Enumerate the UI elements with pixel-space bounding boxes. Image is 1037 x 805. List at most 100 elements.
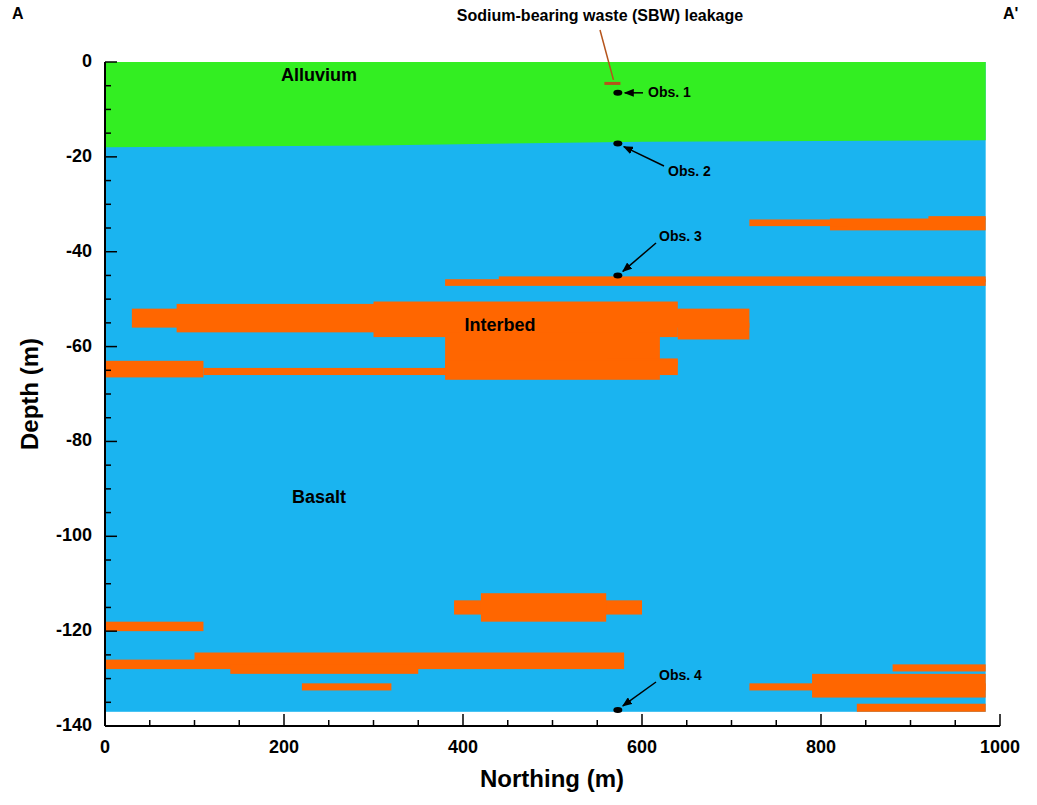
x-tick	[865, 720, 867, 726]
x-tick-label: 1000	[980, 738, 1020, 758]
y-tick	[105, 678, 111, 680]
y-tick	[105, 156, 117, 158]
interbed-region	[481, 593, 606, 621]
x-tick	[910, 720, 912, 726]
y-tick	[105, 630, 117, 632]
observation-leader	[625, 92, 643, 94]
y-tick	[105, 512, 111, 514]
x-tick	[149, 720, 151, 726]
y-tick-label: -60	[66, 337, 92, 357]
x-tick-label: 200	[269, 738, 299, 758]
y-tick-label: -80	[66, 432, 92, 452]
x-tick	[820, 714, 822, 726]
alluvium-region	[105, 62, 986, 147]
x-tick	[955, 720, 957, 726]
observation-label: Obs. 2	[668, 164, 711, 179]
x-tick	[328, 720, 330, 726]
observation-leader	[623, 243, 656, 271]
y-tick	[105, 322, 111, 324]
x-tick	[418, 720, 420, 726]
y-tick-label: -120	[56, 621, 92, 641]
x-tick	[507, 720, 509, 726]
interbed-region	[105, 622, 203, 631]
interbed-region	[105, 361, 203, 378]
leakage-label: Sodium-bearing waste (SBW) leakage	[457, 7, 743, 25]
y-tick	[105, 536, 117, 538]
interbed-region	[830, 219, 986, 231]
axis-title: Northing (m)	[480, 766, 624, 792]
y-tick	[105, 583, 111, 585]
y-tick-label: 0	[82, 52, 92, 72]
y-tick	[105, 607, 111, 609]
observation-label: Obs. 4	[659, 668, 702, 683]
x-tick	[552, 720, 554, 726]
y-tick-label: -20	[66, 147, 92, 167]
interbed-region	[230, 664, 418, 673]
y-tick	[105, 132, 111, 134]
observation-point	[613, 272, 622, 278]
observation-point	[613, 90, 622, 96]
unit-label: Interbed	[464, 316, 535, 336]
unit-label: Alluvium	[281, 66, 357, 86]
x-tick-label: 0	[100, 738, 110, 758]
y-tick-label: -40	[66, 242, 92, 262]
interbed-region	[678, 323, 750, 340]
y-tick	[105, 298, 111, 300]
y-tick	[105, 393, 111, 395]
section-end-label: A	[12, 5, 24, 23]
leakage-leader	[600, 30, 613, 80]
y-tick	[105, 275, 111, 277]
y-tick	[105, 180, 111, 182]
x-tick	[686, 720, 688, 726]
x-tick	[597, 720, 599, 726]
basalt-region	[105, 62, 986, 712]
observation-label: Obs. 1	[648, 85, 691, 100]
y-tick	[105, 464, 111, 466]
interbed-region	[857, 704, 986, 712]
y-tick	[105, 488, 111, 490]
x-tick	[731, 720, 733, 726]
y-tick	[105, 654, 111, 656]
interbed-region	[302, 683, 392, 690]
interbed-region	[445, 361, 678, 375]
y-tick	[105, 441, 117, 443]
x-tick-label: 800	[806, 738, 836, 758]
interbed-region	[812, 674, 986, 698]
observation-point	[613, 707, 622, 713]
interbed-region	[374, 302, 678, 338]
y-tick	[105, 109, 111, 111]
unit-label: Basalt	[292, 488, 346, 508]
x-tick	[999, 714, 1001, 726]
y-tick	[105, 227, 111, 229]
x-tick-label: 600	[627, 738, 657, 758]
observation-leader	[624, 147, 664, 166]
y-tick	[105, 725, 117, 727]
interbed-region	[749, 219, 847, 226]
observation-leader	[623, 682, 656, 706]
x-tick	[462, 714, 464, 726]
x-tick-label: 400	[448, 738, 478, 758]
interbed-region	[445, 279, 986, 286]
x-tick	[239, 720, 241, 726]
y-tick	[105, 204, 111, 206]
section-end-label: A'	[1003, 5, 1018, 23]
y-tick	[105, 702, 111, 704]
x-tick	[194, 720, 196, 726]
y-tick	[105, 251, 117, 253]
y-tick-label: -140	[56, 716, 92, 736]
x-tick	[641, 714, 643, 726]
x-tick	[283, 714, 285, 726]
x-tick	[776, 720, 778, 726]
y-tick	[105, 559, 111, 561]
x-tick	[373, 720, 375, 726]
y-tick-label: -100	[56, 526, 92, 546]
axis-title: Depth (m)	[17, 338, 43, 450]
observation-point	[613, 141, 622, 147]
y-tick	[105, 61, 117, 63]
y-tick	[105, 85, 111, 87]
y-tick	[105, 417, 111, 419]
interbed-region	[928, 216, 985, 219]
leakage-marker	[604, 82, 620, 85]
interbed-region	[893, 664, 986, 671]
